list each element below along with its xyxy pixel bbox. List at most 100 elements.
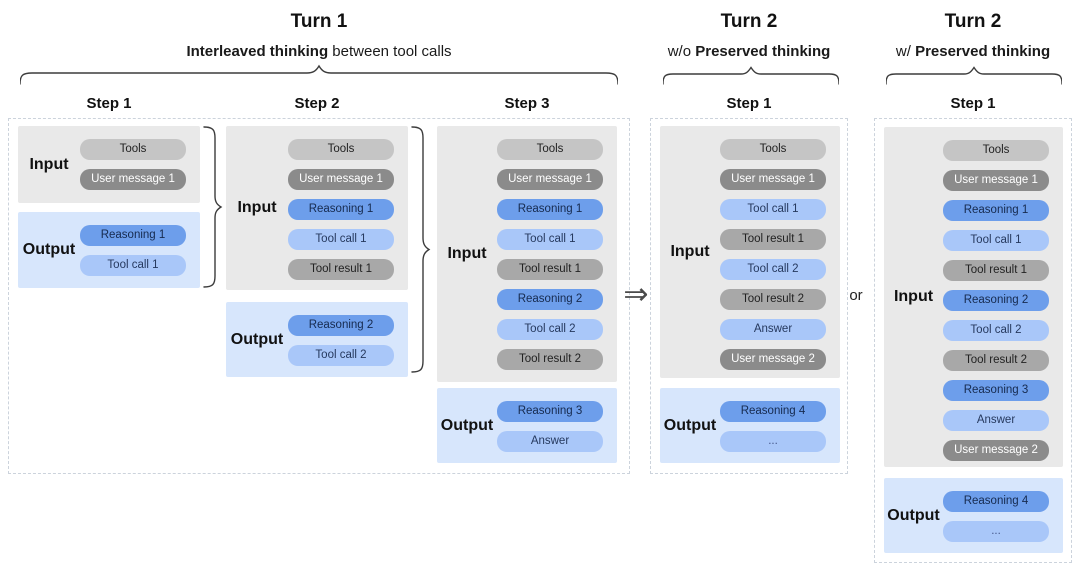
turn2-with-subtitle: w/ Preserved thinking [864,43,1080,60]
box-label: Output [887,506,940,524]
box-label: Output [230,330,284,348]
turn1-subtitle: Interleaved thinking between tool calls [8,43,630,60]
turn2-without-subtitle: w/o Preserved thinking [640,43,858,60]
pill-tool-result: Tool result 1 [497,259,603,280]
pill-tools: Tools [720,139,826,160]
turn2-with-step-title: Step 1 [950,95,996,112]
box-label: Input [893,288,934,305]
pill-tool-result: Tool result 2 [497,349,603,370]
pill-tool-call: Tool call 2 [720,259,826,280]
box-label: Output [22,241,76,258]
turn1-step1-title: Step 1 [86,95,132,112]
pill-ellipsis: ... [943,521,1049,542]
pill-reasoning: Reasoning 1 [288,199,394,220]
pill-tool-call: Tool call 1 [720,199,826,220]
pill-tools: Tools [80,139,186,160]
pill-column: Reasoning 2 Tool call 2 [288,302,394,377]
turn2-without-dashed-frame [650,118,848,474]
turn2-without-subtitle-prefix: w/o [667,43,696,60]
pill-tools: Tools [943,140,1049,161]
turn2-with-subtitle-bold: Preserved thinking [915,43,1051,60]
pill-reasoning: Reasoning 4 [720,401,826,422]
box-label: Input [237,199,277,216]
pill-reasoning: Reasoning 3 [943,380,1049,401]
pill-answer: Answer [720,319,826,340]
or-connector-label: or [849,287,863,304]
pill-reasoning: Reasoning 2 [943,290,1049,311]
pill-reasoning: Reasoning 2 [497,289,603,310]
turn1-subtitle-rest: between tool calls [328,43,452,60]
pill-tools: Tools [497,139,603,160]
turn2-with-dashed-frame [874,118,1072,563]
pill-tools: Tools [288,139,394,160]
pill-user-message: User message 1 [288,169,394,190]
pill-reasoning: Reasoning 2 [288,315,394,336]
pill-reasoning: Reasoning 1 [497,199,603,220]
pill-user-message: User message 1 [943,170,1049,191]
turn2-without-overbrace-icon [663,66,839,85]
pill-tool-result: Tool result 2 [943,350,1049,371]
pill-user-message: User message 1 [80,169,186,190]
pill-tool-call: Tool call 1 [288,229,394,250]
box-label: Output [663,416,717,434]
turn1-step2-title: Step 2 [294,95,340,112]
pill-tool-result: Tool result 2 [720,289,826,310]
pill-user-message: User message 2 [943,440,1049,461]
pill-tool-call: Tool call 1 [497,229,603,250]
pill-tool-result: Tool result 1 [943,260,1049,281]
pill-user-message: User message 1 [720,169,826,190]
step2-to-step3-brace-icon [411,126,431,373]
pill-tool-result: Tool result 1 [720,229,826,250]
turn1-dashed-frame [8,118,630,474]
turn2-without-title: Turn 2 [720,11,778,32]
turn2-with-subtitle-prefix: w/ [895,43,916,60]
pill-tool-call: Tool call 1 [943,230,1049,251]
pill-tool-call: Tool call 2 [943,320,1049,341]
turn1-title: Turn 1 [290,11,348,32]
pill-reasoning: Reasoning 1 [80,225,186,246]
pill-reasoning: Reasoning 3 [497,401,603,422]
pill-column: Reasoning 1 Tool call 1 [80,212,186,288]
turn2-with-overbrace-icon [886,66,1062,85]
pill-column: Reasoning 4... [943,478,1049,553]
step1-to-step2-brace-icon [203,126,223,288]
box-label: Input [670,243,710,260]
turn1-subtitle-bold: Interleaved thinking [186,43,329,60]
pill-user-message: User message 1 [497,169,603,190]
pill-reasoning: Reasoning 1 [943,200,1049,221]
pill-ellipsis: ... [720,431,826,452]
pill-answer: Answer [497,431,603,452]
pill-user-message: User message 2 [720,349,826,370]
box-label: Input [29,155,69,173]
pill-answer: Answer [943,410,1049,431]
pill-column: Reasoning 4... [720,388,826,463]
pill-column: Reasoning 3 Answer [497,388,603,463]
box-label: Output [440,416,494,434]
turn2-with-title: Turn 2 [944,11,1002,32]
pill-tool-call: Tool call 2 [288,345,394,366]
pill-tool-call: Tool call 2 [497,319,603,340]
pill-tool-call: Tool call 1 [80,255,186,276]
implies-arrow-icon: ⇒ [623,278,649,311]
turn1-overbrace-icon [20,64,618,85]
turn1-step3-title: Step 3 [504,95,550,112]
pill-reasoning: Reasoning 4 [943,491,1049,512]
turn2-without-step-title: Step 1 [726,95,772,112]
pill-tool-result: Tool result 1 [288,259,394,280]
